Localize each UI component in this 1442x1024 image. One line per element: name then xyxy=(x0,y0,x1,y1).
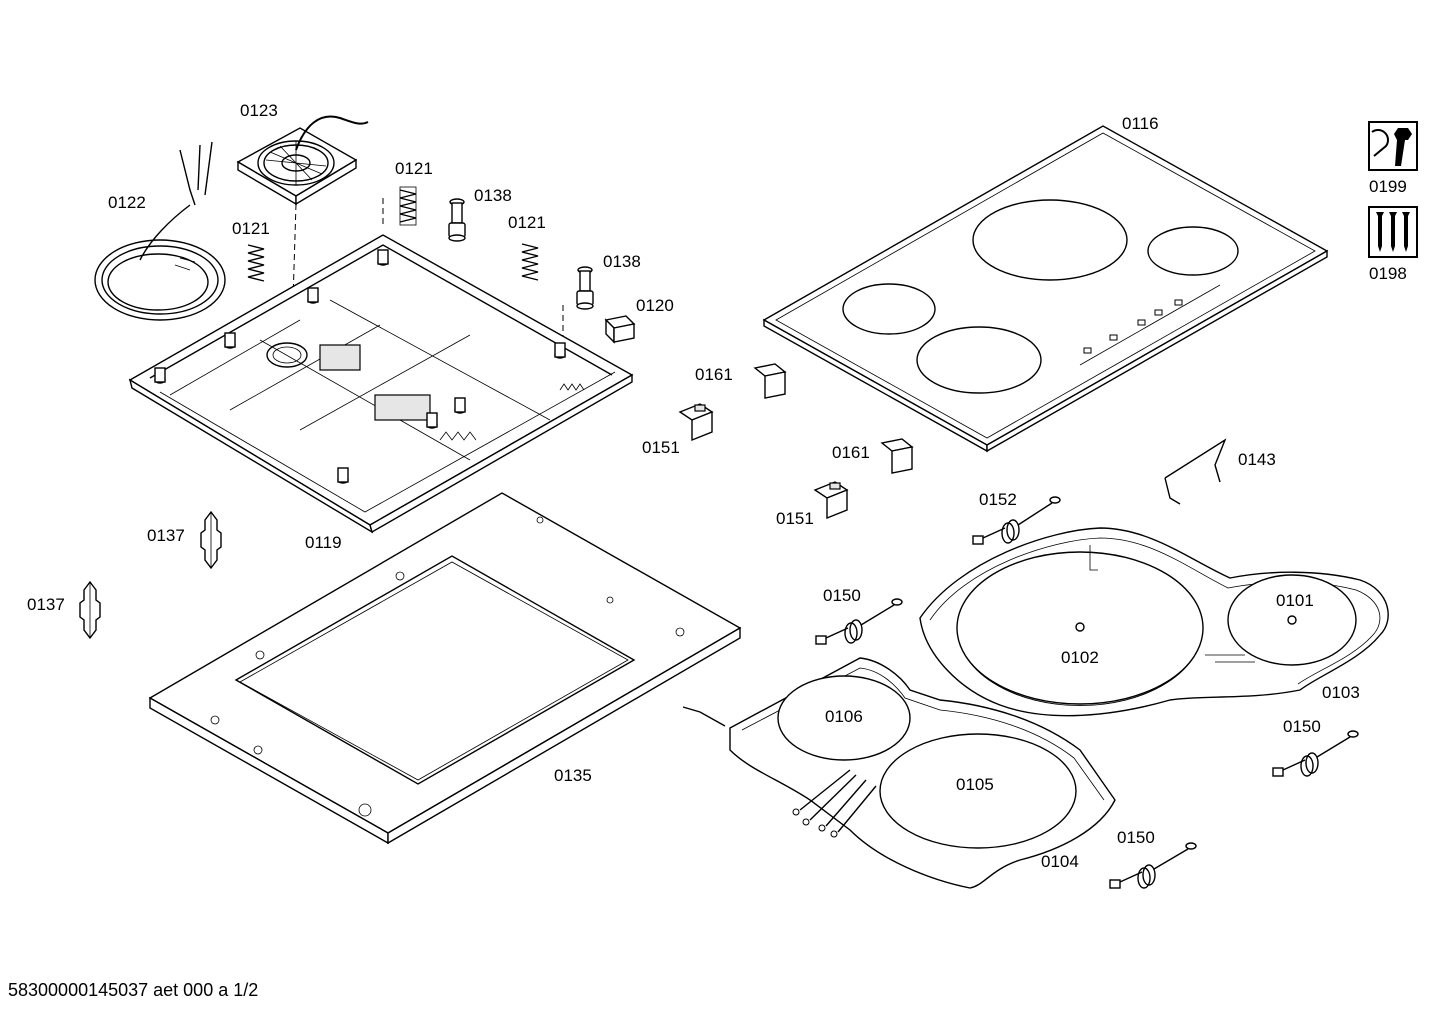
label-0199: 0199 xyxy=(1369,177,1407,196)
label-0151-b: 0151 xyxy=(776,509,814,528)
part-labels: 0123 0122 0121 0121 0121 0138 0138 0120 … xyxy=(27,101,1407,871)
clamp-part-a[interactable] xyxy=(678,403,714,442)
label-0143: 0143 xyxy=(1238,450,1276,469)
fan-part[interactable] xyxy=(236,115,369,301)
screws-kit-icon[interactable] xyxy=(1368,206,1418,258)
label-0116: 0116 xyxy=(1122,114,1159,133)
label-0104: 0104 xyxy=(1041,852,1079,871)
label-0138-a: 0138 xyxy=(474,186,512,205)
standoff-part-a[interactable] xyxy=(200,510,222,570)
foot-part-b[interactable] xyxy=(576,266,594,310)
label-0198: 0198 xyxy=(1369,264,1407,283)
wire-bracket-part[interactable] xyxy=(1164,438,1227,505)
label-0150-a: 0150 xyxy=(823,586,861,605)
label-0151-a: 0151 xyxy=(642,438,680,457)
label-0106: 0106 xyxy=(825,707,863,726)
sensor-part-0150b[interactable] xyxy=(1272,730,1359,777)
spring-part-b[interactable] xyxy=(247,244,265,282)
document-id-footer: 58300000145037 aet 000 a 1/2 xyxy=(8,980,259,1000)
sensor-part-0152[interactable] xyxy=(972,496,1061,545)
wrench-service-icon[interactable] xyxy=(1368,121,1418,171)
label-0150-b: 0150 xyxy=(1283,717,1321,736)
mounting-frame-part[interactable] xyxy=(148,492,742,845)
label-0137-a: 0137 xyxy=(147,526,185,545)
label-0152: 0152 xyxy=(979,490,1017,509)
label-0121-c: 0121 xyxy=(508,213,546,232)
label-0150-c: 0150 xyxy=(1117,828,1155,847)
sensor-part-0150c[interactable] xyxy=(1109,842,1197,889)
label-0119: 0119 xyxy=(305,533,342,552)
label-0102: 0102 xyxy=(1061,648,1099,667)
label-0161-b: 0161 xyxy=(832,443,870,462)
sensor-part-0150a[interactable] xyxy=(815,598,903,645)
label-0137-b: 0137 xyxy=(27,595,65,614)
label-0138-b: 0138 xyxy=(603,252,641,271)
label-0101: 0101 xyxy=(1276,591,1314,610)
spring-part-a[interactable] xyxy=(382,186,417,228)
coil-carrier-part-0103[interactable] xyxy=(919,527,1389,717)
label-0123: 0123 xyxy=(240,101,278,120)
label-0135: 0135 xyxy=(554,766,592,785)
glass-cooktop-part[interactable] xyxy=(762,125,1329,453)
clip-part[interactable] xyxy=(604,315,636,344)
label-0161-a: 0161 xyxy=(695,365,733,384)
coil-carrier-part-0104[interactable] xyxy=(682,657,1116,889)
clamp-part-b[interactable] xyxy=(813,481,849,520)
power-cable-part[interactable] xyxy=(94,141,226,321)
spring-part-c[interactable] xyxy=(521,243,564,340)
label-0122: 0122 xyxy=(108,193,146,212)
bracket-part-a[interactable] xyxy=(753,363,787,399)
foot-part-a[interactable] xyxy=(448,198,466,242)
bracket-part-b[interactable] xyxy=(880,438,914,474)
label-0120: 0120 xyxy=(636,296,674,315)
standoff-part-b[interactable] xyxy=(79,580,101,640)
label-0121-a: 0121 xyxy=(395,159,433,178)
housing-tray-part[interactable] xyxy=(128,234,634,534)
label-0103: 0103 xyxy=(1322,683,1360,702)
label-0121-b: 0121 xyxy=(232,219,270,238)
label-0105: 0105 xyxy=(956,775,994,794)
